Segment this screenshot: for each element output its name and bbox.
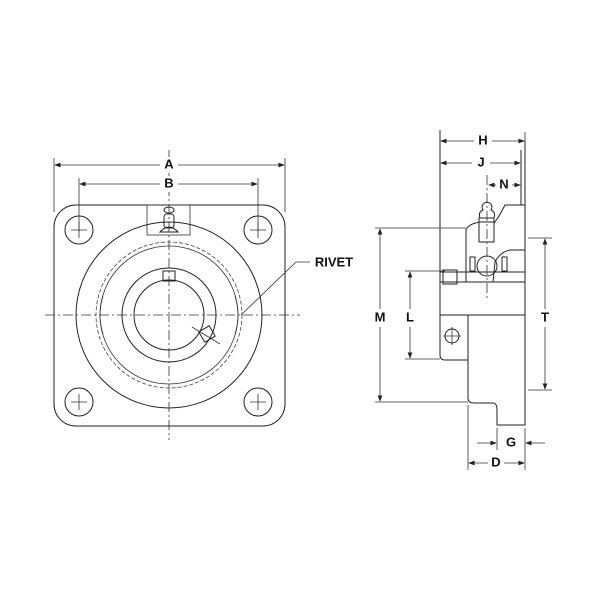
dimension-h-label: H — [478, 132, 487, 147]
dimension-l-label: L — [406, 309, 414, 324]
seal-left — [469, 256, 476, 272]
dimension-j-label: J — [477, 154, 484, 169]
rivet-right — [234, 295, 239, 335]
dimension-b-label: B — [164, 175, 173, 190]
rivet-callout: RIVET — [315, 254, 353, 269]
flange-outline — [53, 204, 286, 427]
dimension-t-label: T — [541, 309, 549, 324]
dimension-n-label: N — [499, 176, 508, 191]
dimension-g-label: G — [506, 434, 516, 449]
housing-section — [465, 204, 526, 283]
grease-boss — [146, 204, 191, 236]
side-view: H J N M L T G D — [372, 130, 553, 471]
dimension-a-label: A — [164, 156, 174, 171]
seal-right — [501, 256, 508, 272]
setscrew-angled-icon — [198, 325, 216, 343]
front-view: A B RIVET — [45, 150, 353, 440]
setscrew-icon — [442, 269, 458, 285]
side-outline — [439, 130, 526, 426]
dimension-m-label: M — [375, 309, 386, 324]
inner-ring-section — [439, 271, 526, 283]
rivet-leader — [240, 261, 310, 316]
dimension-d-label: D — [491, 454, 500, 469]
